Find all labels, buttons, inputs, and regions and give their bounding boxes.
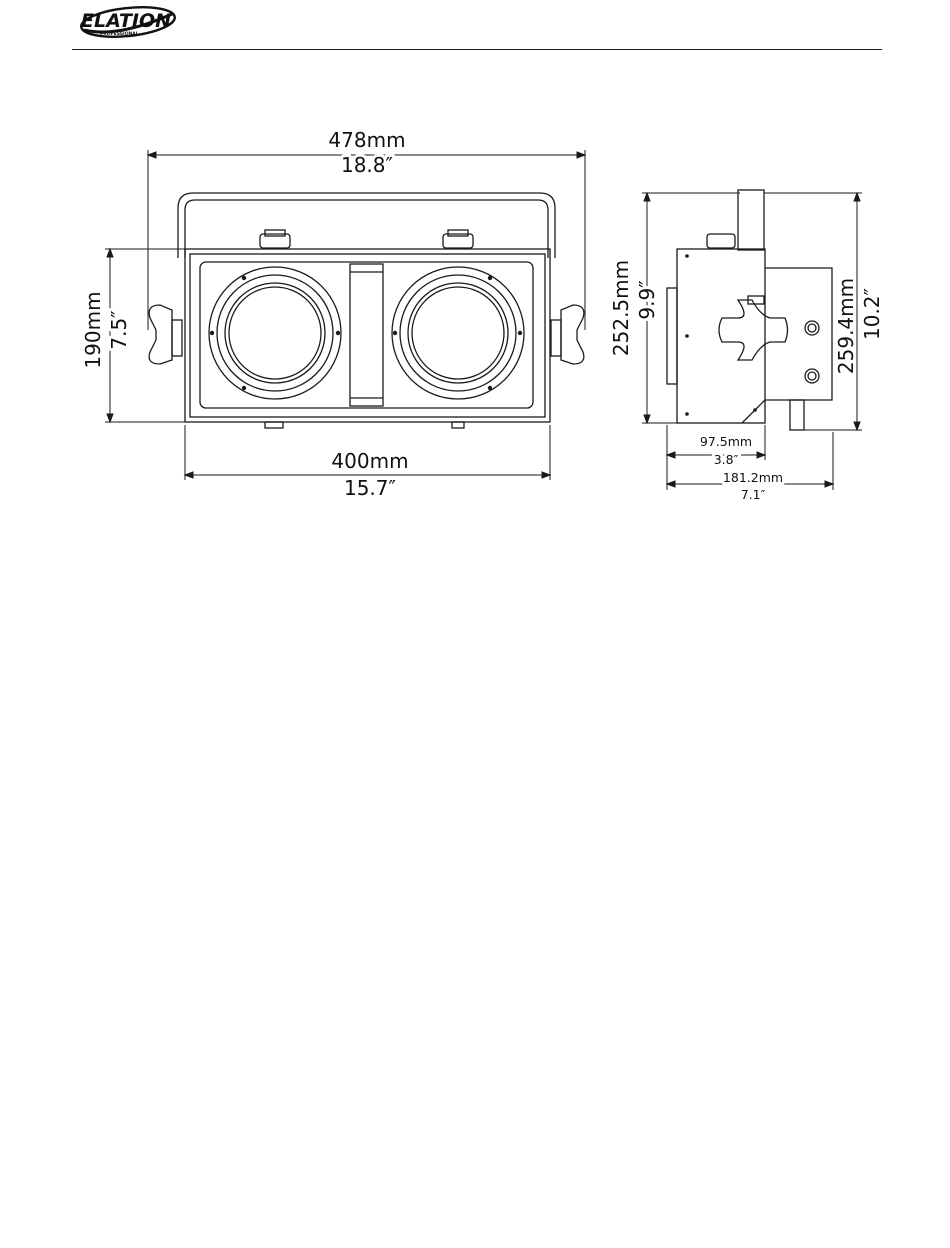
side-height-imperial: 9.9″ [635, 280, 659, 319]
side-view [667, 190, 832, 430]
front-lens-right [392, 267, 524, 399]
side-height-total-metric: 259.4mm [834, 278, 858, 374]
front-view [149, 193, 584, 428]
body-width-imperial: 15.7″ [344, 476, 396, 500]
side-depth-body-imperial: 3.8″ [714, 452, 739, 467]
side-depth-body-metric: 97.5mm [700, 434, 752, 449]
front-lens-left [209, 267, 341, 399]
side-depth-total-metric: 181.2mm [723, 470, 783, 485]
body-height-imperial: 7.5″ [107, 310, 131, 349]
overall-width-metric: 478mm [328, 128, 405, 152]
side-depth-total-imperial: 7.1″ [741, 487, 766, 502]
side-height-metric: 252.5mm [609, 260, 633, 356]
overall-width-imperial: 18.8″ [341, 153, 393, 177]
dimension-drawing: 478mm 18.8″ 400mm 15.7″ 190mm 7.5″ 252.5… [0, 0, 950, 560]
body-height-metric: 190mm [81, 291, 105, 368]
body-width-metric: 400mm [331, 449, 408, 473]
side-height-total-imperial: 10.2″ [860, 288, 884, 340]
